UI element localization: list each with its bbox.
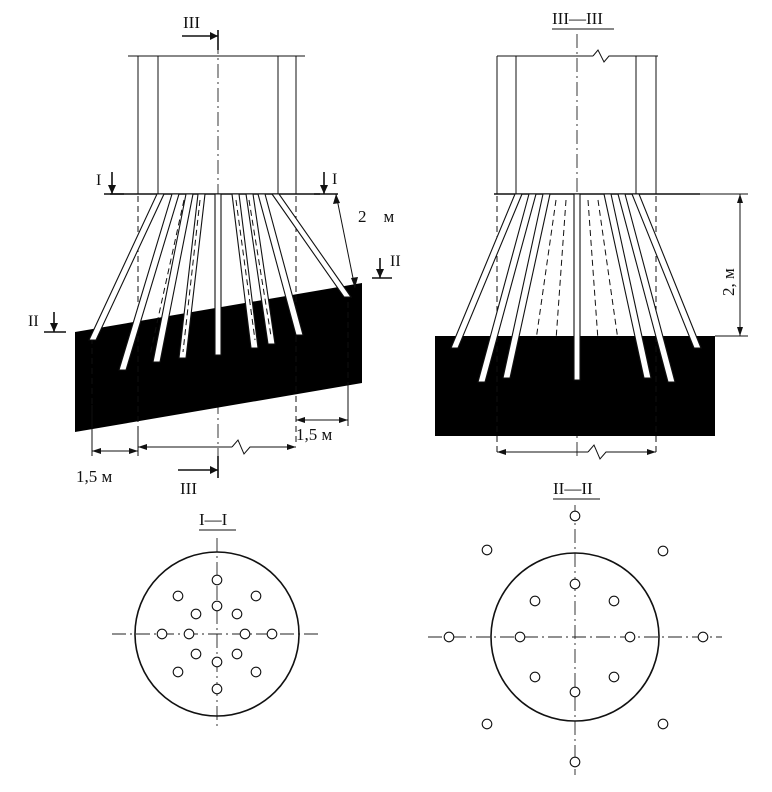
plan-II-II-piles [443,510,709,768]
section-I-right-label: I [332,171,337,188]
right-shaft [494,49,700,195]
dim-1-5m-right: 1,5 м [296,383,349,444]
dim-1-5m-left-label: 1,5 м [76,467,113,486]
right-piles [450,193,702,383]
dim-width-right [497,444,656,460]
right-hidden-pile-lines [535,199,619,341]
section-mark-III-bottom: III [178,456,219,498]
left-hidden-pile-lines [149,199,272,356]
dim-2m-right: 2, м [660,193,748,337]
section-III-top-label: III [183,13,200,32]
section-mark-II-left: II [28,312,66,333]
plan-II-II: II—II [428,479,722,775]
plan-I-I-piles [156,574,278,695]
section-II-right-label: II [390,253,401,270]
left-piles [88,193,353,371]
title-section-III-III: III—III [552,9,603,28]
section-II-left-label: II [28,313,39,330]
left-foundation-block [75,283,362,432]
dim-width-left [138,439,296,455]
dim-1-5m-right-label: 1,5 м [296,425,333,444]
title-section-I-I: I—I [199,510,228,529]
right-elevation: III—III [435,9,748,460]
section-mark-II-right: II [372,253,401,279]
dim-1-5m-left: 1,5 м [76,405,139,486]
left-shaft [110,55,320,195]
plan-II-II-shaft-outline [490,552,660,722]
section-mark-I-right: I [314,171,338,195]
plan-I-I: I—I [112,510,318,730]
plan-I-I-shaft-outline [134,551,300,717]
section-I-left-label: I [96,172,101,189]
dim-2m-right-label: 2, м [719,268,738,296]
section-III-bottom-label: III [180,479,197,498]
dim-2m-left: 2 м [333,193,395,289]
title-section-II-II: II—II [553,479,593,498]
dim-2m-left-label: 2 м [358,207,395,226]
left-elevation: III III I I II II [28,13,401,498]
section-mark-I-left: I [96,172,124,195]
section-mark-III-top: III [182,13,219,50]
